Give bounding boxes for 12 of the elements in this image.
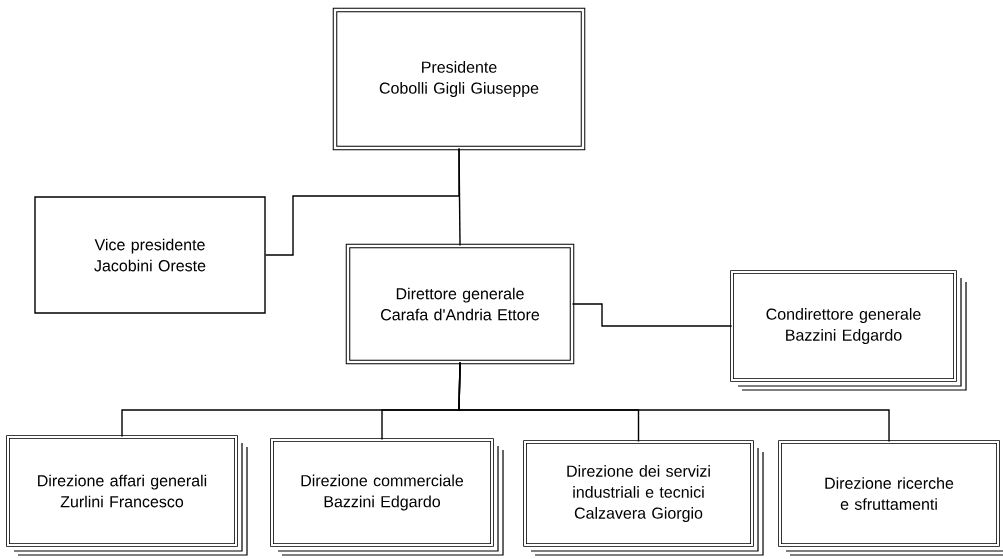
org-box: Direzione dei servizi industriali e tecnici Calzavera Giorgio	[523, 440, 764, 556]
org-box: Direttore generale Carafa d'Andria Ettore	[345, 243, 575, 365]
org-box: Direzione ricerche e sfruttamenti	[778, 440, 1003, 556]
org-box: Condirettore generale Bazzini Edgardo	[730, 270, 967, 391]
org-box: Direzione commerciale Bazzini Edgardo	[270, 438, 504, 556]
connector-line	[571, 303, 733, 327]
connector-line	[265, 147, 460, 256]
org-box: Presidente Cobolli Gigli Giuseppe	[332, 7, 586, 151]
connector-line	[458, 361, 890, 443]
org-box: Vice presidente Jacobini Oreste	[34, 196, 266, 314]
connector-line	[458, 147, 461, 247]
org-box: Direzione affari generali Zurlini Francesco	[6, 435, 248, 556]
